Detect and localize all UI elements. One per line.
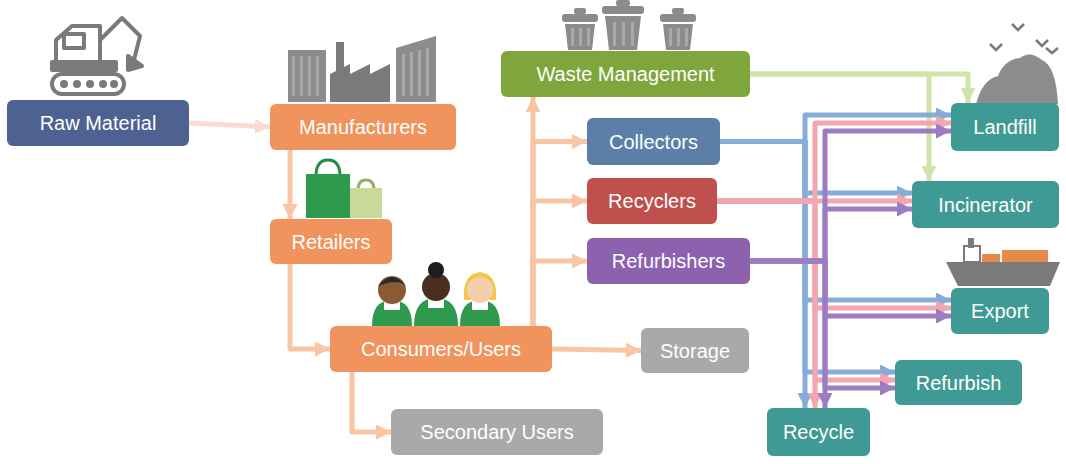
box-label: Manufacturers: [299, 116, 427, 138]
box-label: Refurbish: [916, 372, 1002, 394]
flow-box: Retailers: [270, 219, 392, 264]
shopping-bags-icon: [306, 160, 382, 218]
box-label: Collectors: [609, 131, 698, 153]
flow-box: Collectors: [587, 118, 720, 165]
flow-connector: [189, 123, 270, 127]
flow-box: Recycle: [767, 408, 870, 456]
box-label: Recycle: [783, 421, 854, 443]
flow-connector: [750, 209, 912, 261]
flow-connector: [290, 264, 330, 349]
flow-connector: [288, 150, 293, 219]
flow-box: Export: [951, 288, 1049, 334]
flow-connector: [533, 142, 587, 327]
box-label: Storage: [660, 340, 730, 362]
box-label: Landfill: [973, 116, 1036, 138]
flow-connector: [720, 115, 951, 142]
flow-connector: [533, 201, 587, 326]
flow-box: Recyclers: [587, 178, 717, 224]
people-icon: [372, 262, 500, 326]
flow-box: Refurbishers: [587, 238, 750, 284]
flow-box: Storage: [641, 328, 749, 373]
flow-connector: [552, 349, 641, 351]
flow-box: Raw Material: [7, 100, 189, 146]
flow-connector: [750, 261, 825, 408]
box-label: Recyclers: [608, 190, 696, 212]
box-label: Consumers/Users: [361, 338, 521, 360]
flow-box: Landfill: [951, 103, 1059, 151]
excavator-icon: [52, 18, 142, 94]
flow-connector: [750, 261, 951, 316]
box-label: Waste Management: [536, 63, 714, 85]
flow-connector: [750, 74, 968, 103]
factory-icon: [288, 36, 436, 102]
box-label: Raw Material: [40, 112, 157, 134]
flow-connector: [750, 74, 929, 181]
flow-connector: [352, 372, 391, 432]
box-label: Secondary Users: [420, 421, 573, 443]
flow-connector: [717, 201, 815, 408]
cargo-ship-icon: [946, 238, 1060, 286]
box-label: Incinerator: [938, 194, 1033, 216]
flow-box: Incinerator: [912, 181, 1059, 228]
flow-box: Manufacturers: [270, 104, 456, 150]
landfill-mound-icon: [976, 24, 1058, 104]
flow-connector: [533, 261, 587, 326]
flow-box: Waste Management: [501, 51, 750, 97]
box-label: Export: [971, 300, 1029, 322]
flow-box: Secondary Users: [391, 409, 603, 455]
flow-box: Consumers/Users: [330, 326, 552, 372]
box-label: Retailers: [292, 231, 371, 253]
trash-cans-icon: [562, 0, 696, 50]
box-label: Refurbishers: [612, 250, 725, 272]
flow-box: Refurbish: [895, 360, 1022, 405]
